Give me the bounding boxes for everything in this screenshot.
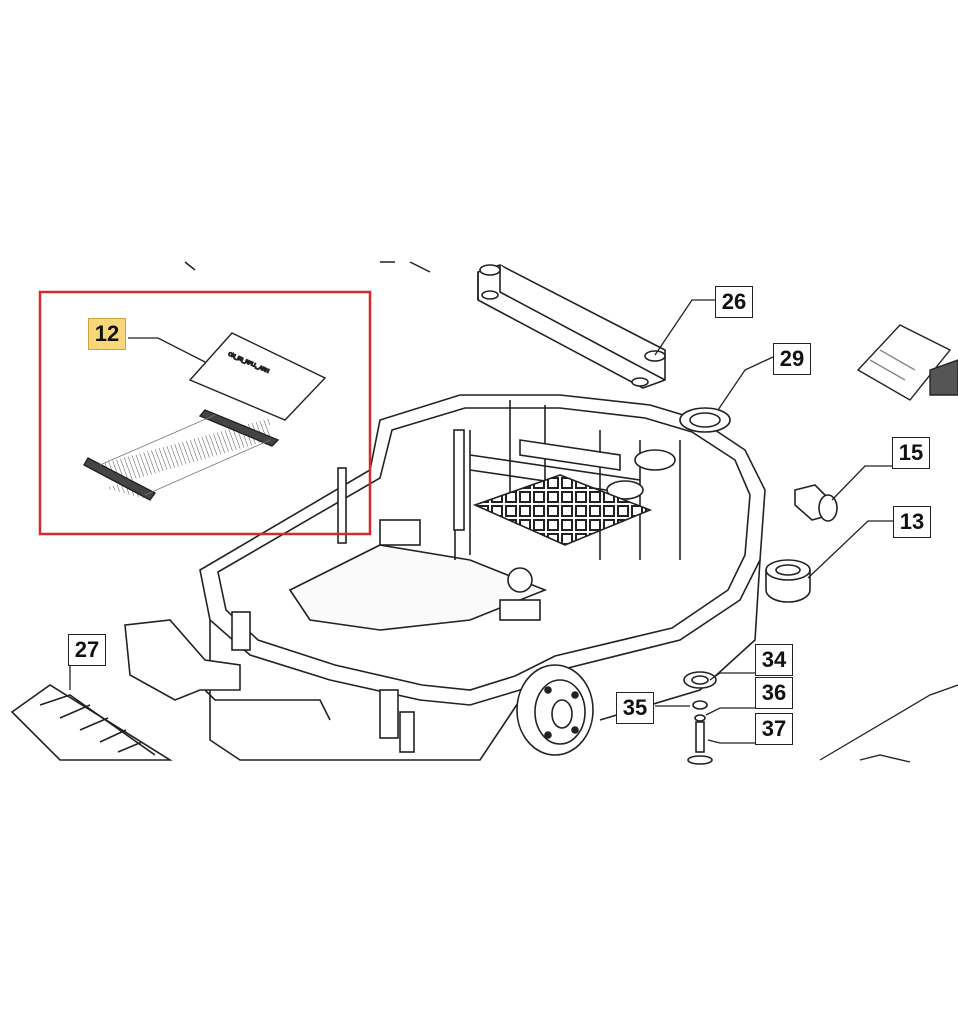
callout-13[interactable]: 13 xyxy=(893,506,931,538)
callout-29[interactable]: 29 xyxy=(773,343,811,375)
callout-35-label: 35 xyxy=(622,695,648,720)
callout-37[interactable]: 37 xyxy=(755,713,793,745)
callout-15-label: 15 xyxy=(898,440,924,465)
callout-27-label: 27 xyxy=(74,637,100,662)
callout-15[interactable]: 15 xyxy=(892,437,930,469)
leader-lines xyxy=(69,299,958,761)
callout-29-label: 29 xyxy=(779,346,805,371)
part-12-ribbon-cable: CN_50_RFLL_ARH xyxy=(83,332,327,501)
callout-12-label: 12 xyxy=(94,321,120,346)
edge-fragment-right xyxy=(859,754,911,763)
callout-26-label: 26 xyxy=(721,289,747,314)
chassis-body xyxy=(124,394,766,761)
callout-34-label: 34 xyxy=(761,647,787,672)
callout-26[interactable]: 26 xyxy=(715,286,753,318)
part-board-fragment xyxy=(856,324,958,401)
part-27-tray xyxy=(10,684,173,761)
part-26-bar xyxy=(477,264,666,389)
callout-35[interactable]: 35 xyxy=(616,692,654,724)
highlight-box xyxy=(38,290,372,536)
part-15-clip xyxy=(794,484,838,522)
callout-34[interactable]: 34 xyxy=(755,644,793,676)
callout-12[interactable]: 12 xyxy=(88,318,126,350)
callout-36[interactable]: 36 xyxy=(755,677,793,709)
callout-13-label: 13 xyxy=(899,509,925,534)
edge-fragments xyxy=(184,261,431,273)
callout-36-label: 36 xyxy=(761,680,787,705)
part-13-cap xyxy=(765,559,811,603)
fastener-stack xyxy=(683,671,717,765)
callout-37-label: 37 xyxy=(761,716,787,741)
callout-27[interactable]: 27 xyxy=(68,634,106,666)
